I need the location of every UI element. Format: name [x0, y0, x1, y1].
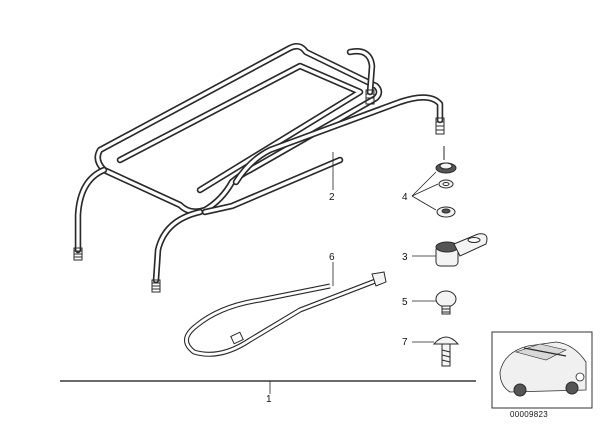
- callout-4-leaders: [411, 171, 439, 211]
- plug-icon[interactable]: [435, 290, 457, 315]
- callout-2: 2: [329, 192, 335, 203]
- screw-icon[interactable]: [432, 336, 460, 367]
- diagram-code: 00009823: [510, 410, 548, 419]
- luggage-rack-icon[interactable]: [73, 42, 445, 293]
- callout-1: 1: [266, 394, 272, 405]
- callout-7: 7: [402, 337, 408, 348]
- car-inset: 00009823: [491, 331, 593, 419]
- callout-5: 5: [402, 297, 408, 308]
- car-thumbnail-icon: [499, 341, 587, 397]
- strap-icon[interactable]: [184, 271, 387, 357]
- clamp-hook-icon[interactable]: [435, 233, 488, 267]
- fastener-set-icon[interactable]: [435, 146, 457, 218]
- callout-4: 4: [402, 192, 408, 203]
- callout-3: 3: [402, 252, 408, 263]
- callout-6: 6: [329, 252, 335, 263]
